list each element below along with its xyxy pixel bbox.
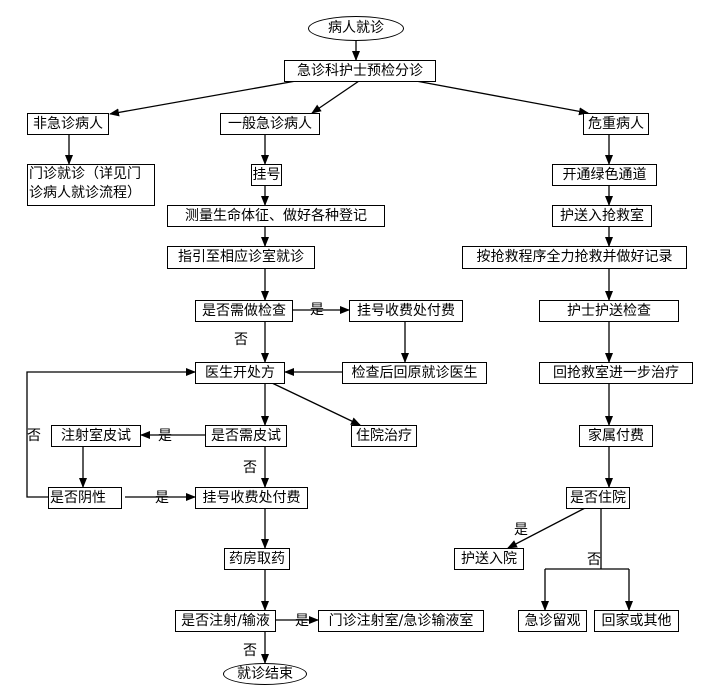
node-return-doctor: 检查后回原就诊医生 [342,362,487,384]
node-measure-vitals: 测量生命体征、做好各种登记 [167,205,385,227]
node-pay-mid: 挂号收费处付费 [195,487,308,509]
label-admit-yes: 是 [514,522,528,538]
edge-admitq-escortadmit [507,507,586,549]
node-triage: 急诊科护士预检分诊 [284,60,436,82]
label-exam-yes: 是 [310,302,324,318]
node-general-emergency: 一般急诊病人 [220,113,320,135]
edge-prescribe-hospitalize [271,382,361,426]
label-skin-yes: 是 [158,428,172,444]
node-return-rescue: 回抢救室进一步治疗 [539,362,693,384]
node-critical: 危重病人 [583,113,649,135]
node-family-pay: 家属付费 [579,425,653,447]
node-non-emergency: 非急诊病人 [27,113,109,135]
node-pay-top: 挂号收费处付费 [349,300,463,322]
node-nurse-escort-exam: 护士护送检查 [539,300,679,322]
node-admit-q: 是否住院 [566,487,630,509]
node-green-channel: 开通绿色通道 [552,164,657,186]
node-need-skin-test: 是否需皮试 [205,425,287,447]
node-escort-rescue: 护送入抢救室 [552,205,652,227]
node-home-other: 回家或其他 [594,610,679,632]
label-admit-no: 否 [587,552,601,568]
node-guide-room: 指引至相应诊室就诊 [167,246,315,269]
node-outpatient-line2: 诊病人就诊流程） [29,185,141,201]
node-escort-admit: 护送入院 [454,548,524,570]
node-need-exam: 是否需做检查 [195,300,293,322]
node-hospitalize-treat: 住院治疗 [351,425,417,447]
label-negative-no: 否 [27,428,41,444]
edge-triage-general [311,80,360,114]
node-injection-room: 门诊注射室/急诊输液室 [318,610,484,632]
node-rescue-record: 按抢救程序全力抢救并做好记录 [462,246,687,269]
label-exam-no: 否 [234,332,248,348]
node-register: 挂号 [251,164,282,186]
node-injection-q: 是否注射/输液 [175,610,276,632]
node-outpatient-line1: 门诊就诊（详见门 [29,166,141,182]
label-injection-no: 否 [243,643,257,659]
label-skin-no: 否 [243,460,257,476]
node-end: 就诊结束 [223,663,307,685]
node-start: 病人就诊 [308,16,404,41]
edge-triage-critical [415,80,589,116]
label-negative-yes: 是 [155,490,169,506]
edge-negative-prescribe [26,368,196,498]
node-outpatient: 门诊就诊（详见门 诊病人就诊流程） [27,164,155,206]
node-skin-test-room: 注射室皮试 [51,425,141,447]
node-pharmacy: 药房取药 [224,548,290,570]
edge-triage-nonemergency [109,80,297,117]
node-prescribe: 医生开处方 [195,362,285,384]
node-observation: 急诊留观 [518,610,587,632]
node-negative: 是否阴性 [48,487,122,509]
label-injection-yes: 是 [295,613,309,629]
